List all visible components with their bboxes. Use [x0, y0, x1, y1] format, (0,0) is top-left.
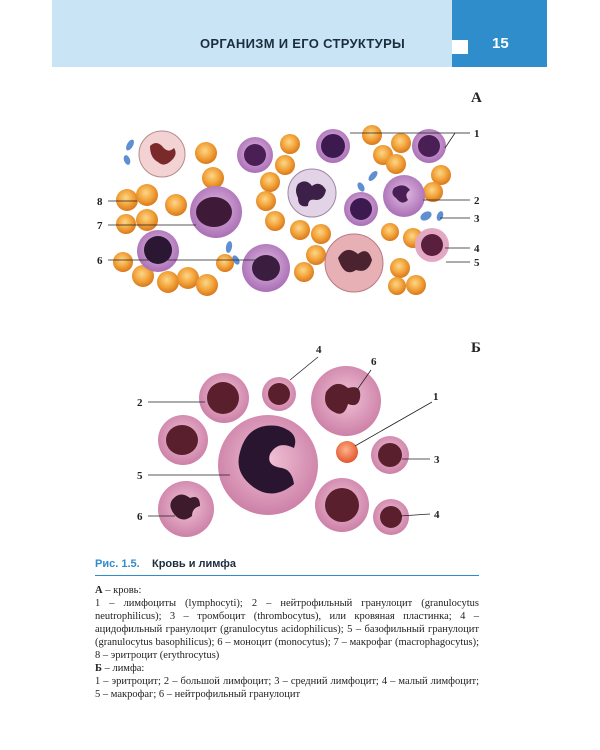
panel-b-callout-6-bottom: 6 — [137, 511, 143, 523]
panel-b-medium-lymphocyte — [371, 436, 409, 474]
panel-b-macrophage — [218, 415, 318, 515]
panel-a-erythrocytes — [113, 125, 451, 296]
panel-b-callout-3: 3 — [434, 454, 440, 466]
panel-a-callout-4: 4 — [474, 243, 480, 255]
panel-a-acidophil-large — [324, 233, 384, 293]
panel-a-lymphocyte-1a — [316, 129, 350, 163]
legend-b-text: 1 – эритроцит; 2 – большой лимфоцит; 3 –… — [95, 676, 479, 700]
panel-a-callout-7: 7 — [97, 220, 103, 232]
legend-a-heading: А – кровь: — [95, 584, 479, 597]
panel-b-callout-lines — [148, 356, 433, 517]
legend-b-heading-rest: – лимфа: — [101, 663, 145, 674]
panel-a-callout-lines — [108, 132, 470, 263]
panel-a-callout-1: 1 — [474, 128, 480, 140]
panel-a-macrophage — [190, 186, 242, 238]
chapter-title: ОРГАНИЗМ И ЕГО СТРУКТУРЫ — [200, 36, 406, 51]
panel-a-callout-labels: 1 2 3 4 5 6 7 8 — [97, 128, 480, 269]
legend-a-letter: А — [95, 585, 103, 596]
panel-b-lymphocyte-bottom-mid — [315, 478, 369, 532]
panel-a-callout-5: 5 — [474, 257, 480, 269]
panel-b-callout-6-top: 6 — [371, 356, 377, 368]
page-number: 15 — [492, 35, 509, 52]
legend-b-letter: Б — [95, 663, 102, 674]
page-tab-notch — [452, 40, 468, 54]
figure-caption-label: Рис. 1.5. — [95, 558, 140, 570]
chapter-header-band — [52, 0, 452, 67]
panel-b-callout-2: 2 — [137, 397, 143, 409]
panel-a-lymphocyte-1b — [412, 129, 446, 163]
panel-b-callout-labels: 4 6 2 1 3 5 6 4 — [137, 344, 440, 523]
panel-b-erythrocyte — [336, 441, 358, 463]
panel-b-neutrophil-top — [311, 366, 381, 436]
panel-b-small-lymphocyte-bottom — [373, 499, 409, 535]
panel-b-small-lymphocyte-top — [262, 377, 296, 411]
panel-a-lymphocyte-top — [237, 137, 273, 173]
panel-a-monocyte-left — [137, 230, 179, 272]
panel-a-callout-3: 3 — [474, 213, 480, 225]
panel-b-large-lymphocyte — [199, 373, 249, 423]
figure-legend: А – кровь: 1 – лимфоциты (lymphocyti); 2… — [95, 584, 479, 701]
panel-b-callout-4-bottom: 4 — [434, 509, 440, 521]
figure-caption-title: Кровь и лимфа — [152, 558, 237, 570]
panel-a-neutrophil-center — [287, 168, 337, 218]
panel-b-callout-4-top: 4 — [316, 344, 322, 356]
panel-a-monocyte-center — [242, 244, 290, 292]
panel-a-callout-8: 8 — [97, 196, 103, 208]
panel-b-letter: Б — [471, 340, 481, 356]
panel-a-lymphocyte-mid — [344, 192, 378, 226]
legend-a-heading-rest: – кровь: — [102, 585, 142, 596]
legend-b-heading: Б – лимфа: — [95, 662, 479, 675]
panel-b-callout-1: 1 — [433, 391, 439, 403]
panel-b-neutrophil-bottom — [158, 481, 214, 537]
legend-a-text: 1 – лимфоциты (lymphocyti); 2 – нейтрофи… — [95, 598, 479, 661]
panel-b-callout-5: 5 — [137, 470, 143, 482]
page-number-tab — [452, 0, 547, 67]
panel-a-acidophil — [415, 228, 449, 262]
panel-a-neutrophil-top-left — [138, 130, 186, 178]
caption-divider — [95, 575, 479, 576]
panel-a-letter: А — [471, 90, 482, 106]
panel-b-lymphocyte-left — [158, 415, 208, 465]
panel-a-neutrophil-2 — [383, 175, 425, 217]
panel-a-callout-6: 6 — [97, 255, 103, 267]
panel-a-callout-2: 2 — [474, 195, 480, 207]
